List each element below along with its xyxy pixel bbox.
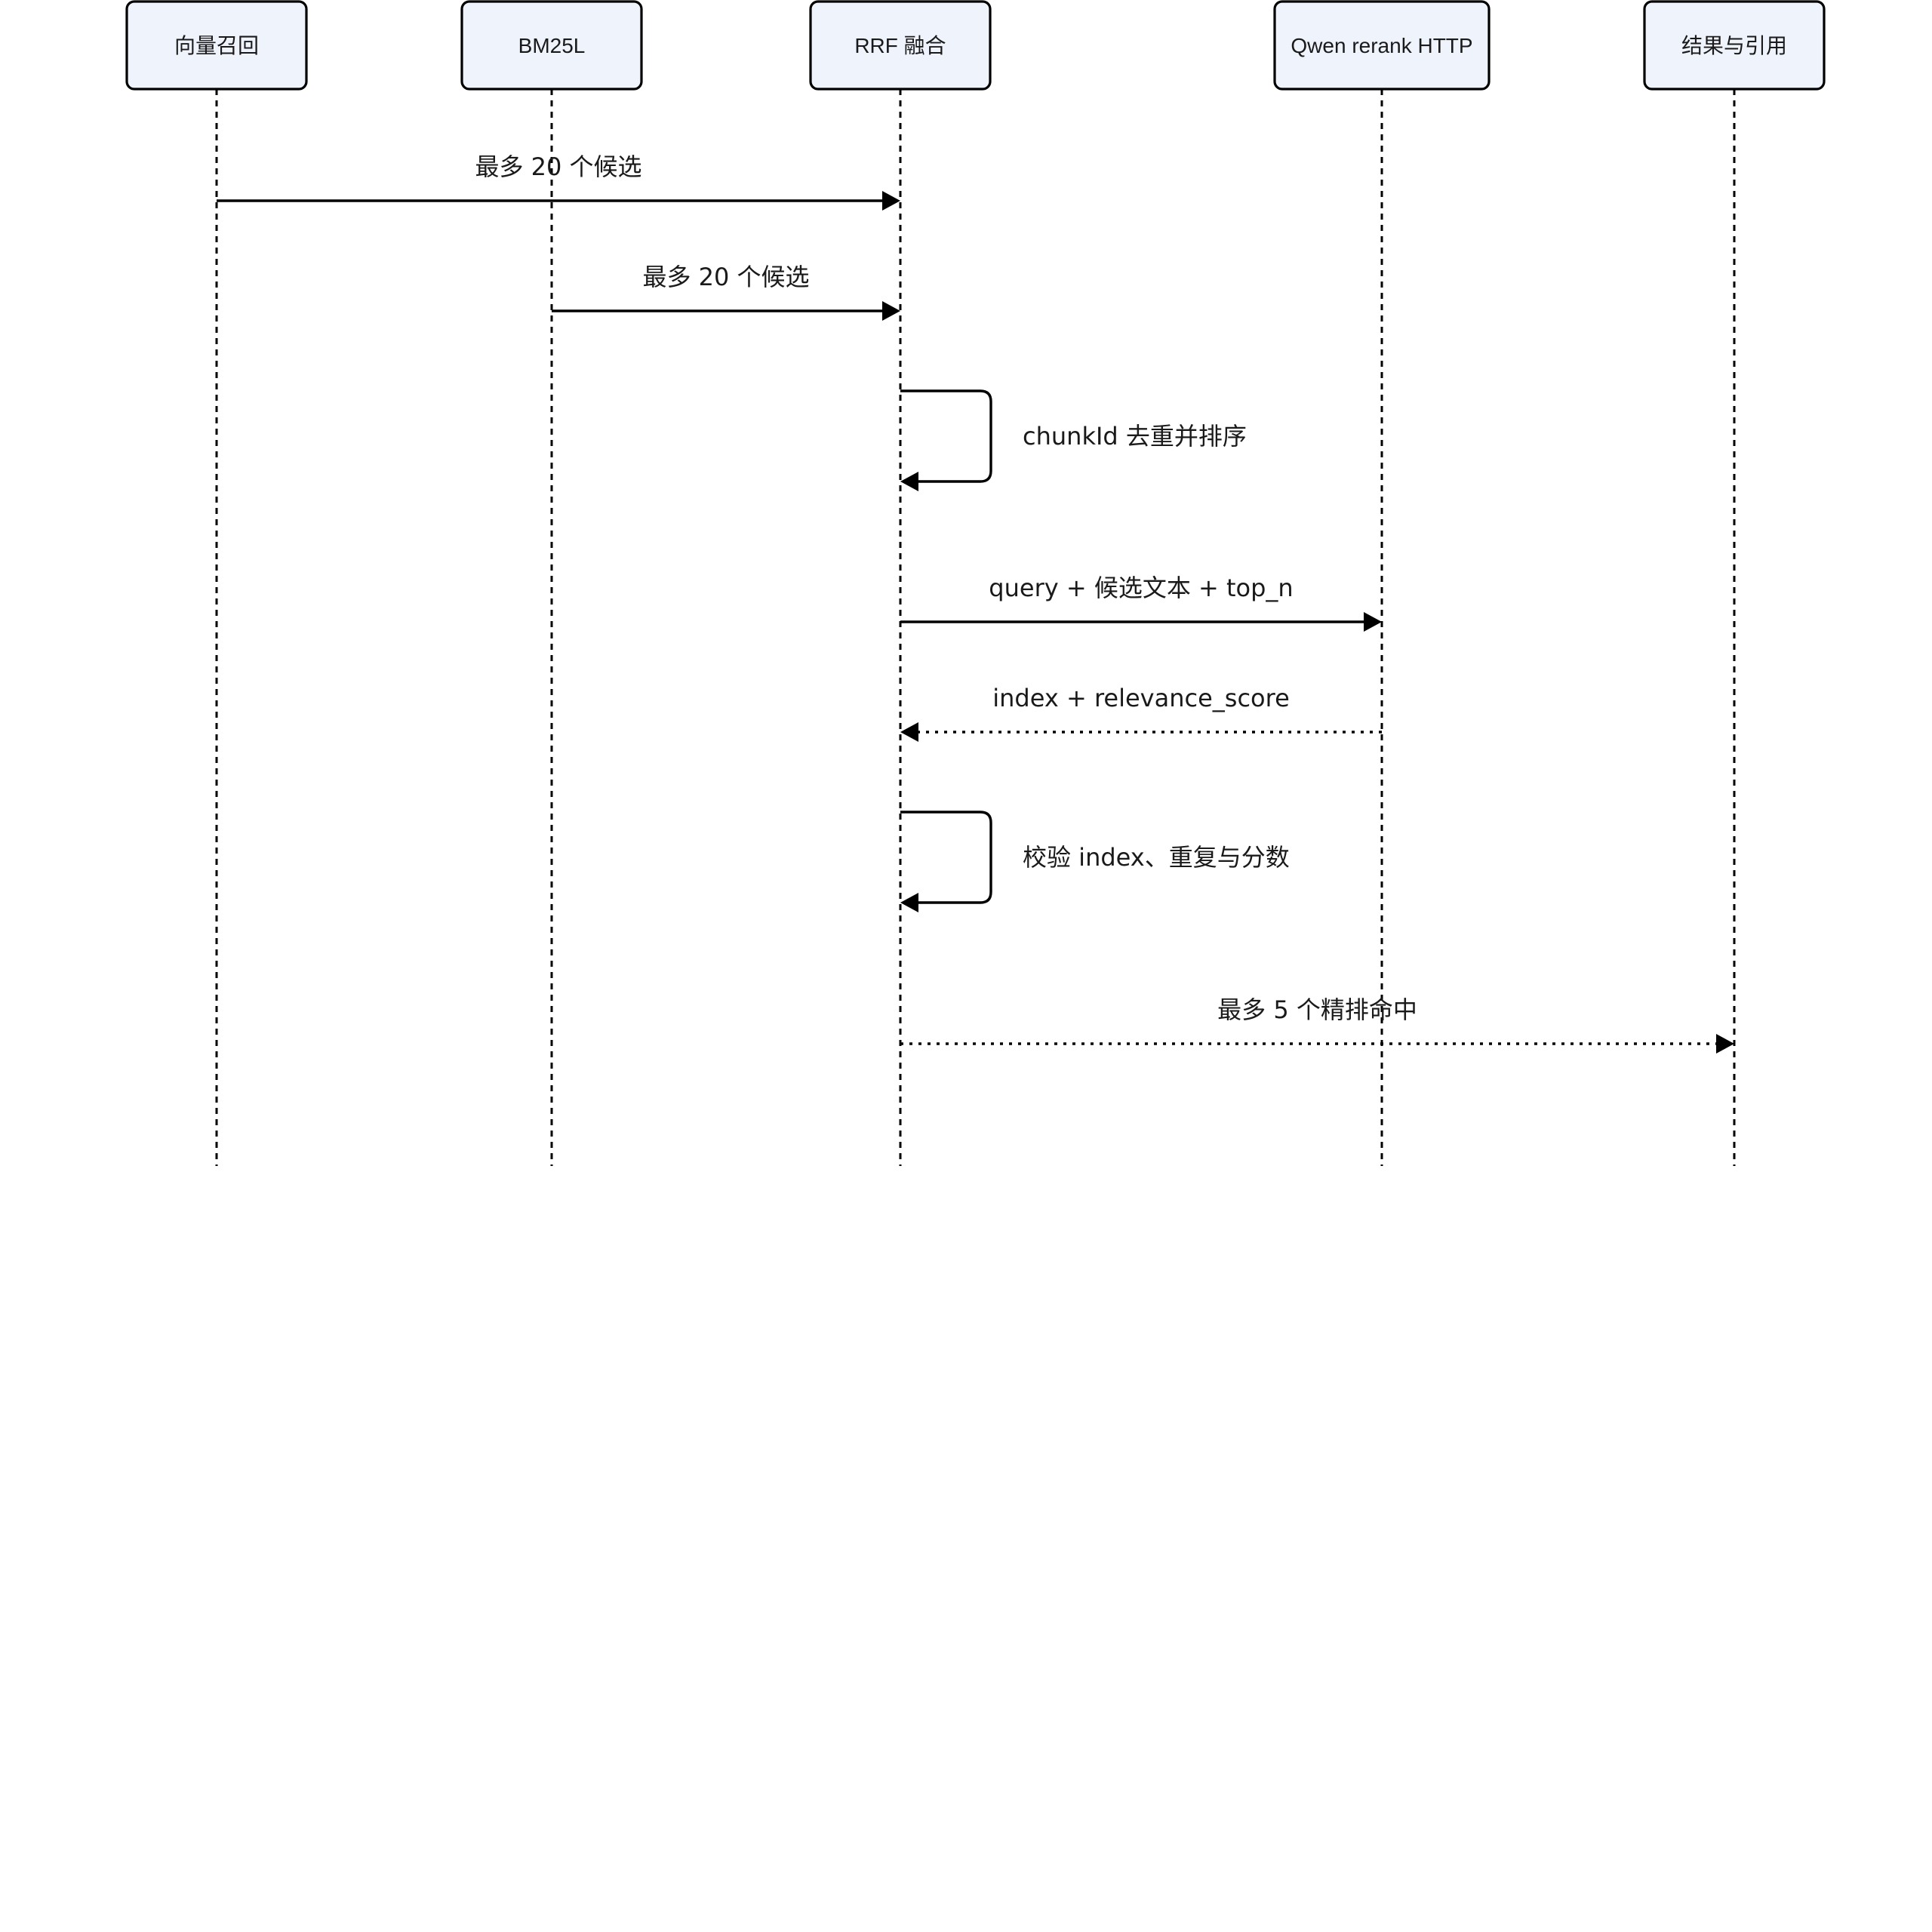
participant-label: 结果与引用 — [1681, 34, 1787, 57]
participant-box — [1273, 0, 1491, 91]
self-message-line — [900, 811, 992, 904]
participant-label: 向量召回 — [174, 34, 259, 57]
participant-rrf: RRF 融合 — [809, 0, 992, 91]
message-5: index + relevance_score — [900, 684, 1382, 742]
participant-box — [809, 0, 992, 91]
participant-box — [460, 0, 643, 91]
arrowhead — [900, 472, 918, 491]
message-3: chunkId 去重并排序 — [900, 389, 1247, 491]
arrowhead — [1716, 1034, 1734, 1054]
participant-qwen: Qwen rerank HTTP — [1273, 0, 1491, 91]
arrowhead — [900, 722, 918, 742]
message-label: 校验 index、重复与分数 — [1023, 843, 1290, 872]
participant-box — [125, 0, 308, 91]
message-6: 校验 index、重复与分数 — [900, 811, 1290, 912]
participant-label: RRF 融合 — [854, 34, 946, 57]
participant-out: 结果与引用 — [1643, 0, 1826, 91]
message-label: chunkId 去重并排序 — [1023, 422, 1247, 451]
participant-bm25: BM25L — [460, 0, 643, 91]
participant-box — [1643, 0, 1826, 91]
message-1: 最多 20 个候选 — [217, 152, 900, 211]
message-2: 最多 20 个候选 — [552, 263, 900, 321]
arrowhead — [900, 893, 918, 912]
message-label: 最多 5 个精排命中 — [1217, 995, 1417, 1024]
message-label: index + relevance_score — [992, 684, 1290, 712]
message-label: query + 候选文本 + top_n — [989, 574, 1293, 602]
self-message-line — [900, 389, 992, 483]
message-label: 最多 20 个候选 — [642, 263, 809, 291]
participant-label: Qwen rerank HTTP — [1291, 34, 1472, 57]
message-4: query + 候选文本 + top_n — [900, 574, 1382, 632]
arrowhead — [1364, 612, 1382, 632]
arrowhead — [882, 301, 900, 321]
participant-label: BM25L — [518, 34, 586, 57]
participant-vec: 向量召回 — [125, 0, 308, 91]
message-7: 最多 5 个精排命中 — [900, 995, 1734, 1054]
arrowhead — [882, 191, 900, 211]
message-label: 最多 20 个候选 — [475, 152, 641, 181]
